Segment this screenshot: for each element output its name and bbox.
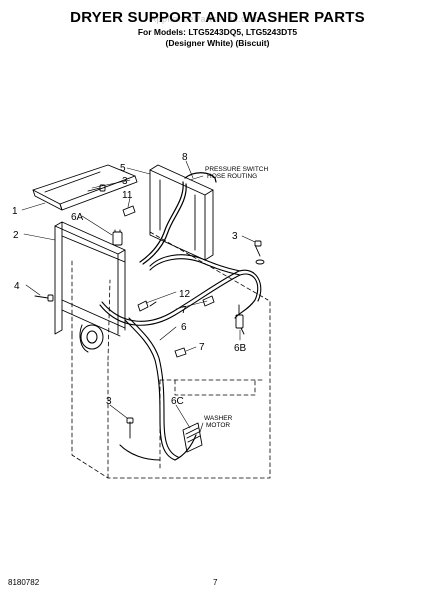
part-2-left-support [54,221,126,337]
part-11-clip [122,205,136,217]
part-6c-motor-connector [182,422,203,453]
models-line: For Models: LTG5243DQ5, LTG5243DT5 [137,27,298,37]
part-6a-pressure-switch [112,229,123,246]
note-washer-motor-line-2: MOTOR [206,422,230,429]
callout-5: 5 [120,163,126,174]
washer-cabinet [71,231,271,479]
callout-12: 12 [179,289,191,300]
part-6-wire-harness [99,254,262,461]
screw-part-3-bottom [126,417,134,439]
callout-7-lower: 7 [199,342,205,353]
part-6b-connector [235,304,245,335]
callout-3-bottom: 3 [106,396,112,407]
callout-3-top: 3 [122,176,128,187]
note-pressure-switch-line-1: PRESSURE SWITCH [205,166,269,173]
document-number: 8180782 [8,578,40,587]
part-7-clip-lower [174,347,187,358]
callout-6: 6 [181,322,187,333]
part-5-right-support [149,164,214,261]
callout-11: 11 [122,190,133,201]
leader-lines [21,160,256,433]
callout-3-right: 3 [232,231,238,242]
callout-6b: 6B [234,343,247,354]
part-8-pressure-hose [139,172,217,265]
page-number: 7 [213,578,218,587]
note-washer-motor-line-1: WASHER [204,415,233,422]
callout-6a: 6A [71,212,84,223]
colors-line: (Designer White) (Biscuit) [165,38,270,48]
screw-part-3-top [87,184,106,192]
watermark-text: AppliancePartsPros.com [150,14,260,24]
callout-4: 4 [14,281,20,292]
callout-6c: 6C [171,396,184,407]
screw-part-3-right [254,240,265,265]
screw-part-4 [34,294,54,302]
callout-2: 2 [13,230,19,241]
part-12-clip [137,300,157,312]
part-1-top-bracket [32,164,138,211]
note-pressure-switch-line-2: HOSE ROUTING [207,173,257,180]
cable-grommet [79,324,104,353]
page-title: DRYER SUPPORT AND WASHER PARTS [70,9,365,26]
callout-8: 8 [182,152,188,163]
part-7-clip-upper [202,295,215,307]
callout-1: 1 [12,206,18,217]
callout-7-upper: 7 [181,305,187,316]
